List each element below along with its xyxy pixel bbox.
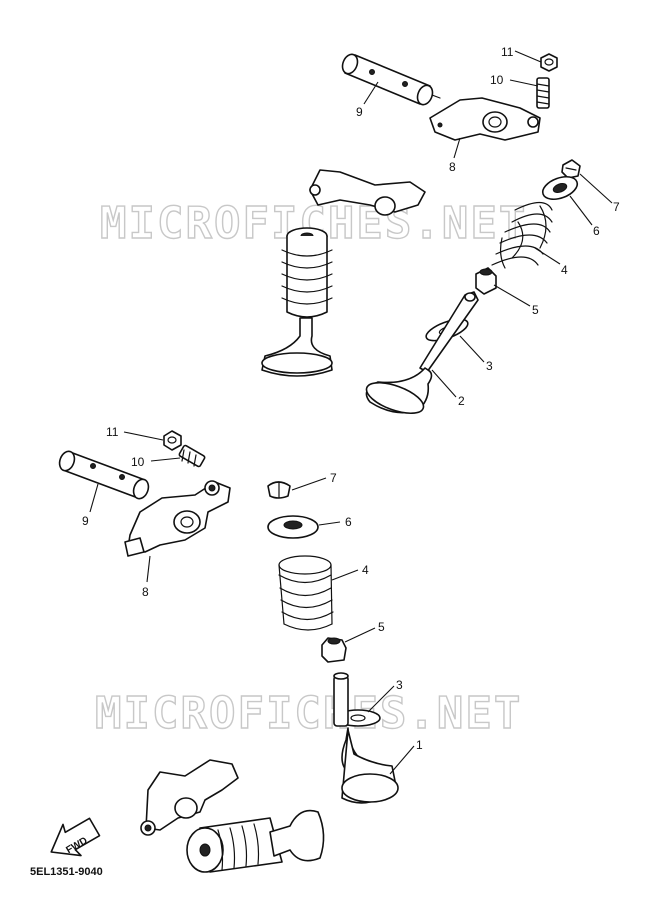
watermark-lower: MICROFICHES.NET — [95, 688, 522, 739]
rocker-arm-reference-upper — [309, 169, 426, 216]
callout-1-lower: 1 — [416, 738, 423, 752]
callout-8-upper: 8 — [449, 160, 456, 174]
callout-8-lower: 8 — [142, 585, 149, 599]
callouts-upper: 11 10 9 8 7 6 4 5 3 2 — [356, 45, 620, 408]
lock-nut-lower — [163, 430, 182, 451]
callout-3-upper: 3 — [486, 359, 493, 373]
callout-6-lower: 6 — [345, 515, 352, 529]
callout-9-lower: 9 — [82, 514, 89, 528]
spring-retainer-lower — [267, 515, 319, 539]
adjusting-screw-upper — [536, 77, 550, 109]
callout-4-lower: 4 — [362, 563, 369, 577]
callout-10-lower: 10 — [131, 455, 145, 469]
callout-7-lower: 7 — [330, 471, 337, 485]
lock-nut-upper — [540, 53, 558, 72]
valve-stem-seal-lower — [321, 637, 347, 663]
callout-6-upper: 6 — [593, 224, 600, 238]
valve-spring-lower — [278, 555, 334, 631]
exhaust-valve — [365, 291, 479, 415]
valve-stem-seal-upper — [475, 267, 497, 295]
callout-9-upper: 9 — [356, 105, 363, 119]
callout-11-lower: 11 — [106, 425, 119, 439]
intake-valve — [333, 672, 399, 804]
rocker-shaft-upper — [341, 53, 441, 106]
rocker-arm-reference-lower — [140, 759, 239, 836]
callout-3-lower: 3 — [396, 678, 403, 692]
callouts-lower: 11 10 9 8 7 6 4 5 3 1 — [82, 425, 423, 775]
rocker-shaft-lower — [58, 450, 150, 500]
callout-4-upper: 4 — [561, 263, 568, 277]
callout-10-upper: 10 — [490, 73, 504, 87]
callout-5-lower: 5 — [378, 620, 385, 634]
callout-5-upper: 5 — [532, 303, 539, 317]
callout-11-upper: 11 — [501, 45, 514, 59]
forward-direction-arrow: FWD — [50, 817, 101, 857]
rocker-arm-upper — [429, 97, 541, 141]
callout-2-upper: 2 — [458, 394, 465, 408]
diagram-code: 5EL1351-9040 — [30, 866, 103, 878]
valve-assembly-reference-lower — [186, 809, 325, 873]
valve-cotter-lower — [267, 481, 291, 499]
spring-retainer-upper — [541, 175, 579, 201]
callout-7-upper: 7 — [613, 200, 620, 214]
valve-cotter-upper — [561, 159, 581, 179]
adjusting-screw-lower — [178, 444, 206, 468]
valve-assembly-reference-upper — [261, 227, 333, 377]
rocker-arm-lower — [124, 480, 231, 557]
valve-spring-upper — [491, 201, 553, 269]
